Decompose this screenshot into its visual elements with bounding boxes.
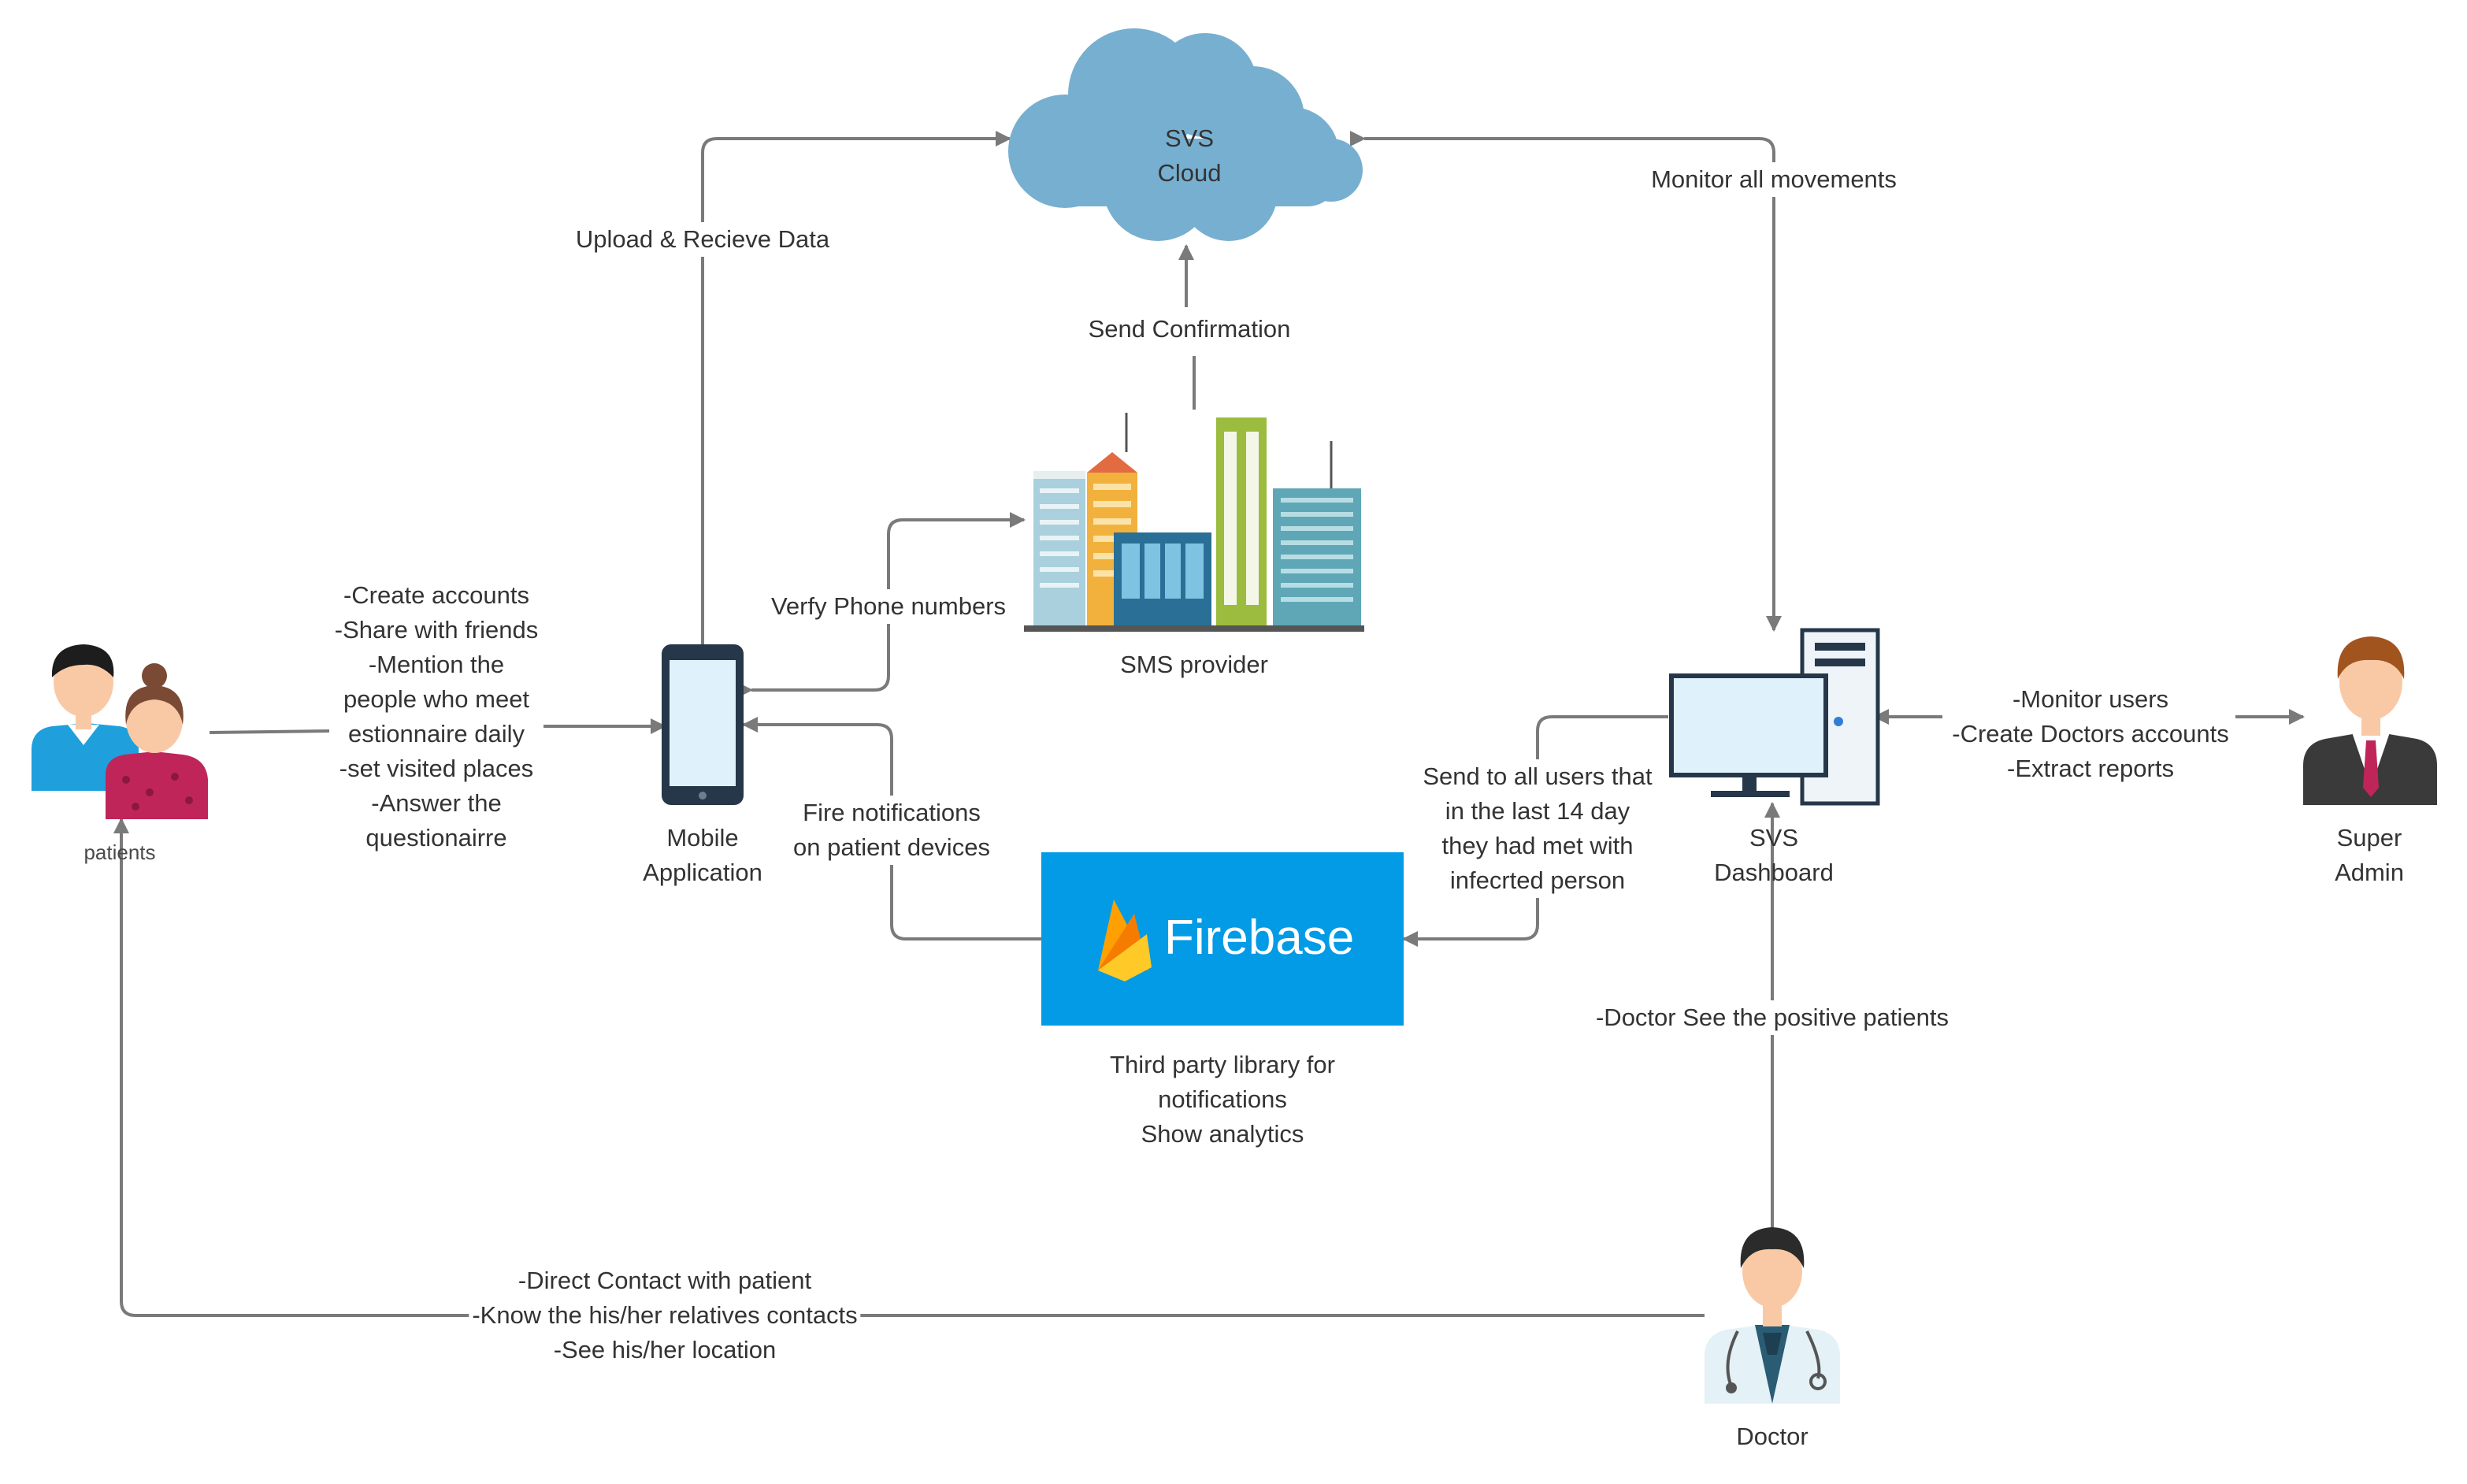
edge-label-monitor-movements: Monitor all movements (1648, 162, 1900, 197)
edge-label-patient-actions: -Create accounts-Share with friends-Ment… (334, 581, 539, 851)
doctor-icon (1705, 1227, 1840, 1404)
edge-upload-recieve-data (695, 131, 1011, 666)
edge-label-send-confirmation: Send Confirmation (1088, 315, 1291, 343)
firebase-logo-text: Firebase (1164, 911, 1355, 965)
edge-doctor-contact (113, 818, 1705, 1317)
edge-label-doctor-contact: -Direct Contact with patient-Know the hi… (469, 1263, 861, 1367)
desktop-computer-icon (1669, 628, 1880, 806)
edge-label-doctor-sees: -Doctor See the positive patients (1592, 1000, 1953, 1035)
edge-label-upload-recieve-data: Upload & Recieve Data (572, 222, 833, 257)
edge-label-verify-phone: Verfy Phone numbers (767, 589, 1010, 624)
firebase-box (1041, 852, 1404, 1026)
doctor-label: Doctor (1736, 1423, 1809, 1450)
businessman-icon (2303, 636, 2437, 805)
smartphone-icon (662, 644, 744, 805)
firebase-flame-icon (1098, 900, 1152, 981)
city-buildings-icon (1024, 413, 1364, 632)
edge-monitor-movements (1350, 131, 1782, 632)
patients-couple-icon (32, 644, 208, 819)
edge-label-admin-actions: -Monitor users-Create Doctors accounts-E… (1952, 685, 2229, 782)
patients-label: patients (83, 840, 156, 864)
cloud-icon (1008, 28, 1363, 241)
sms-provider-label: SMS provider (1120, 651, 1268, 678)
edge-patient-actions-in (209, 729, 330, 734)
